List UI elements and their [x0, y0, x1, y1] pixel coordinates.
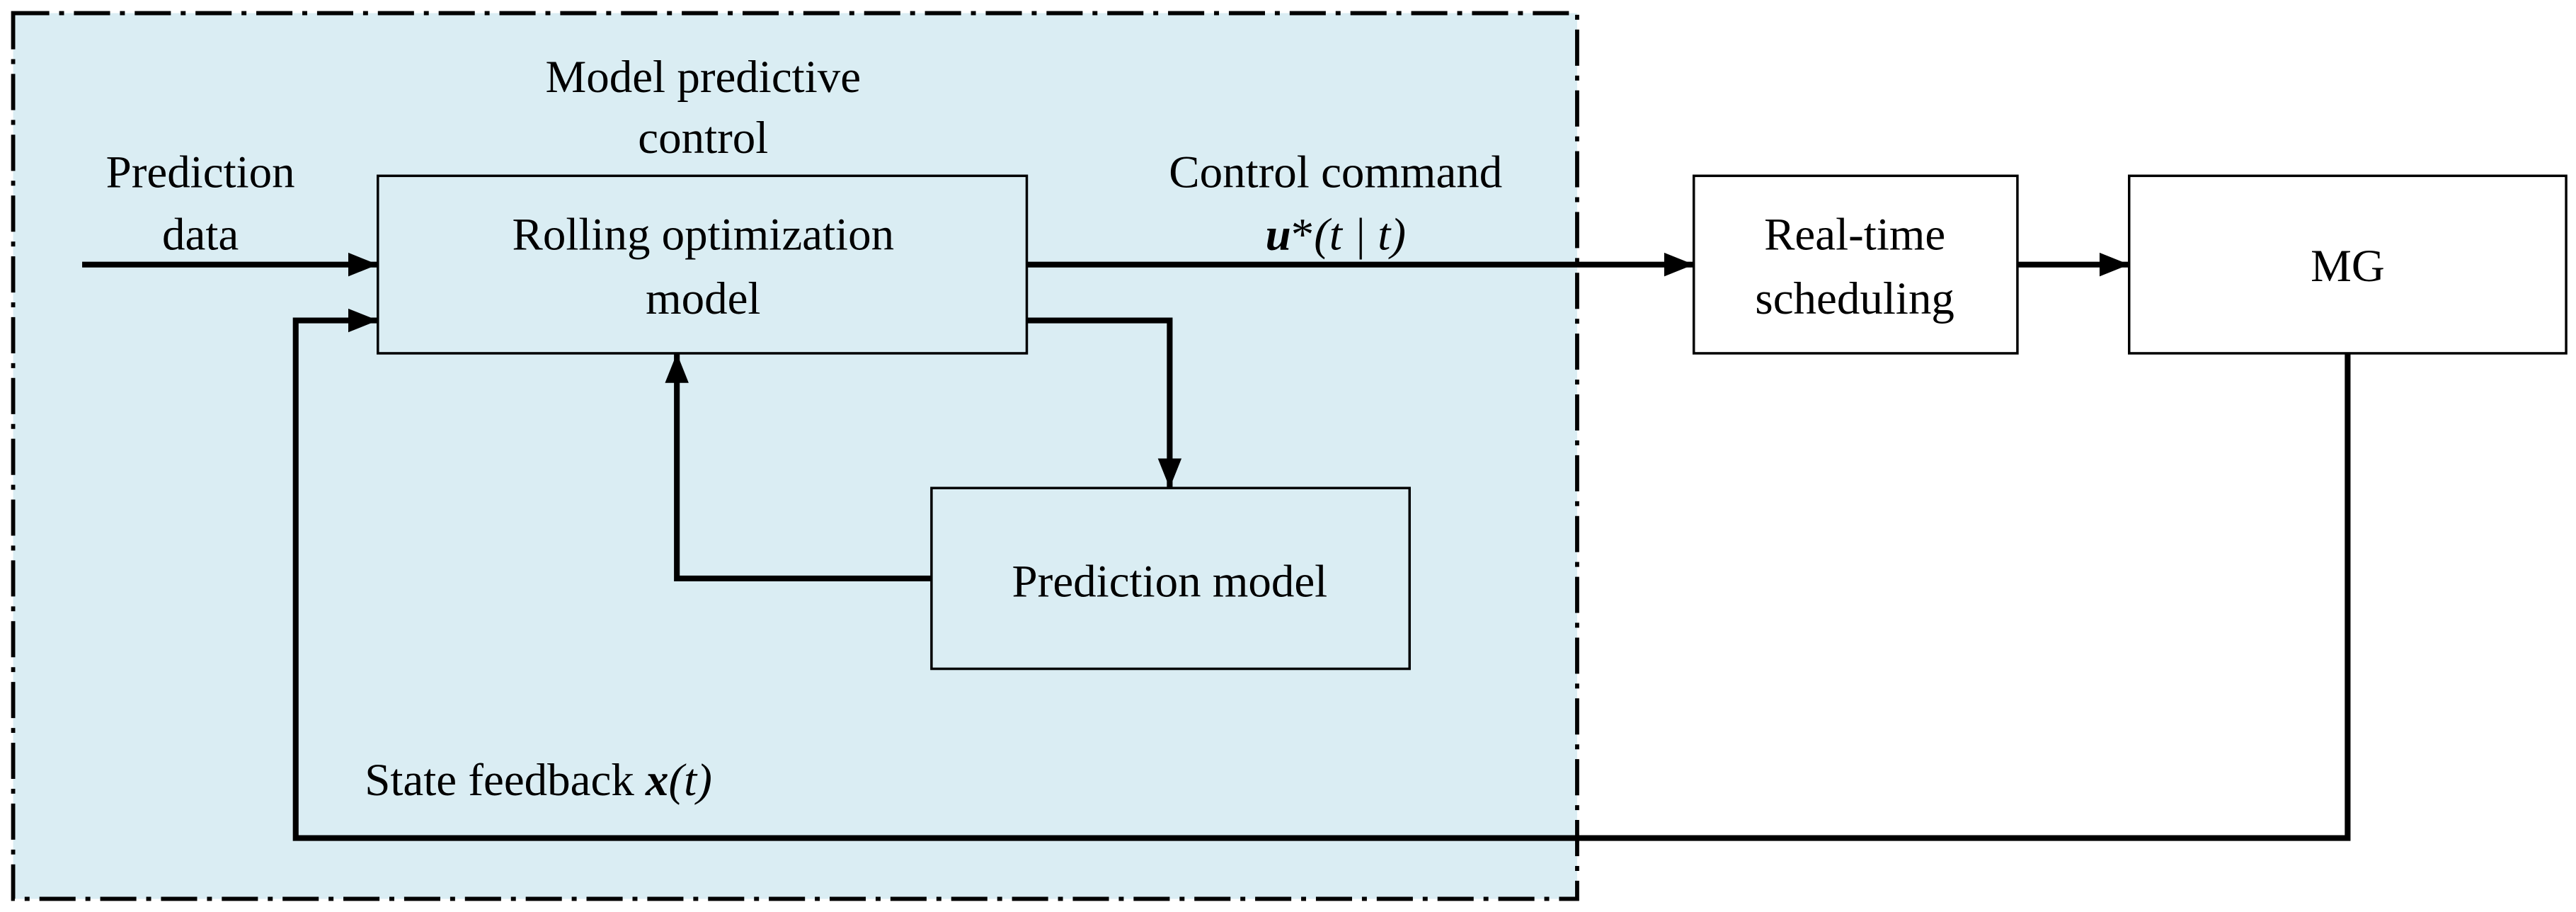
- mg-box: [2128, 174, 2568, 355]
- prediction-data-label-1: Prediction: [106, 147, 295, 198]
- prediction-model-label: Prediction model: [1012, 556, 1328, 607]
- realtime-label-2: scheduling: [1755, 273, 1954, 324]
- control-command-symbol: u*(t | t): [1266, 210, 1406, 261]
- prediction-data-label-2: data: [162, 210, 239, 261]
- realtime-label-1: Real-time: [1764, 210, 1945, 261]
- rolling-box-label-2: model: [646, 273, 760, 324]
- state-feedback-arrow: [292, 308, 2351, 841]
- state-feedback-label: State feedback x(t): [365, 755, 712, 806]
- prediction-to-rolling-arrow: [665, 353, 932, 581]
- mpc-region: [11, 11, 1579, 901]
- mpc-region-label-1: Model predictive: [545, 52, 861, 103]
- rolling-box-label-1: Rolling optimization: [513, 210, 895, 261]
- mg-label: MG: [2311, 241, 2385, 292]
- realtime-scheduling-box: [1692, 174, 2019, 355]
- mpc-region-label-2: control: [638, 113, 768, 164]
- rolling-to-prediction-arrow: [1026, 317, 1182, 489]
- control-command-label: Control command: [1169, 147, 1502, 198]
